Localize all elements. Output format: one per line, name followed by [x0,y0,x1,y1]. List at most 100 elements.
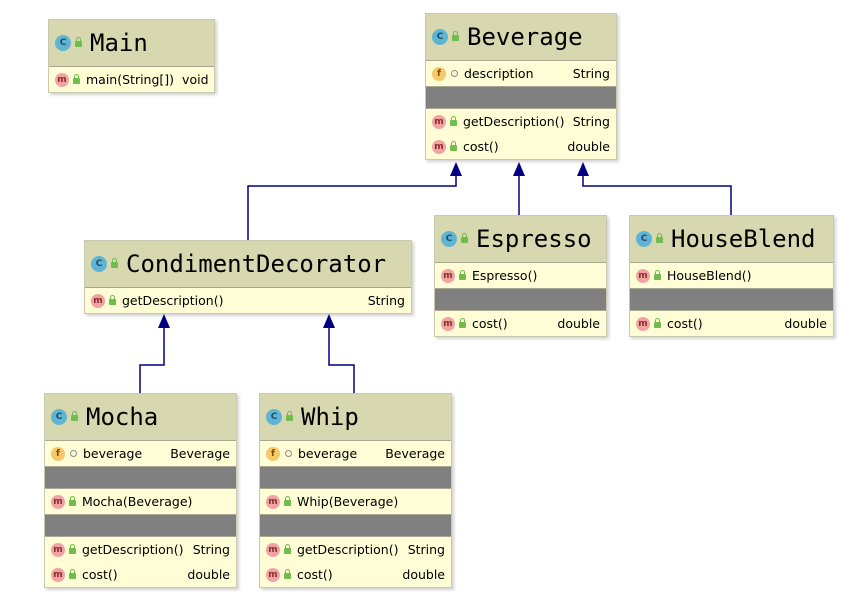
constructor-name: Mocha(Beverage) [82,494,193,509]
empty-section [45,515,236,537]
class-name: HouseBlend [671,225,816,253]
field-icon: f [51,446,65,461]
method-type: double [187,567,230,582]
method-icon: m [51,494,65,509]
method-icon: m [266,542,280,557]
class-header: C Mocha [45,394,236,441]
fields-section: f beverage Beverage [260,441,451,467]
method-type: double [784,316,827,331]
method-row[interactable]: m getDescription() String [45,537,236,562]
constructor-name: Whip(Beverage) [297,494,399,509]
constructors-section: m Mocha(Beverage) [45,489,236,515]
class-condiment-decorator[interactable]: C CondimentDecorator m getDescription() … [84,240,412,314]
method-type: double [557,316,600,331]
method-name: main(String[]) [86,72,175,87]
constructor-name: Espresso() [472,268,538,283]
method-icon: m [432,114,446,129]
package-visibility-icon [451,70,458,77]
class-houseblend[interactable]: C HouseBlend m HouseBlend() m cost() dou… [629,215,834,337]
method-icon: m [636,268,650,283]
method-name: cost() [297,567,333,582]
class-header: C HouseBlend [630,216,833,263]
field-row[interactable]: f beverage Beverage [45,441,236,466]
class-header: C Whip [260,394,451,441]
method-name: cost() [463,139,499,154]
class-header: C CondimentDecorator [85,241,411,288]
abstract-method-icon: m [91,293,105,308]
methods-section: m cost() double [630,311,833,336]
constructor-row[interactable]: m Espresso() [435,263,606,288]
class-main[interactable]: C Main m main(String[]) void [48,19,215,93]
method-row[interactable]: m cost() double [630,311,833,336]
methods-section: m main(String[]) void [49,67,214,92]
package-visibility-icon [70,450,77,457]
public-lock-icon [656,233,663,243]
class-name: Beverage [467,23,583,51]
field-type: String [572,66,610,81]
method-row[interactable]: m getDescription() String [260,537,451,562]
class-icon: C [51,409,67,425]
arrowhead-condiment-2 [323,314,335,328]
method-type: double [567,139,610,154]
method-name: cost() [667,316,703,331]
field-row[interactable]: f description String [426,61,616,86]
constructor-row[interactable]: m Whip(Beverage) [260,489,451,514]
methods-section: m getDescription() String m cost() doubl… [426,109,616,159]
method-icon: m [266,567,280,582]
public-lock-icon [459,317,466,328]
field-icon: f [432,66,446,81]
class-beverage[interactable]: C Beverage f description String m getDes… [425,13,617,160]
method-row[interactable]: m cost() double [45,562,236,587]
field-name: description [464,66,534,81]
class-name: CondimentDecorator [126,250,387,278]
public-lock-icon [69,495,76,506]
empty-section [435,289,606,311]
constructors-section: m Whip(Beverage) [260,489,451,515]
public-lock-icon [459,269,466,280]
arrowhead-condiment-1 [158,314,170,328]
method-row[interactable]: m cost() double [435,311,606,336]
method-type: double [402,567,445,582]
method-row[interactable]: m cost() double [260,562,451,587]
method-name: cost() [472,316,508,331]
methods-section: m getDescription() String m cost() doubl… [45,537,236,587]
method-type: String [192,542,230,557]
class-icon: C [441,231,457,247]
field-row[interactable]: f beverage Beverage [260,441,451,466]
field-type: Beverage [170,446,230,461]
public-lock-icon [111,258,118,268]
class-header: C Beverage [426,14,616,61]
method-row[interactable]: m cost() double [426,134,616,159]
class-header: C Main [49,20,214,67]
class-name: Main [90,29,148,57]
constructor-row[interactable]: m Mocha(Beverage) [45,489,236,514]
methods-section: m getDescription() String m cost() doubl… [260,537,451,587]
edge-whip-to-condiment [328,328,355,393]
field-name: beverage [83,446,143,461]
abstract-method-icon: m [432,139,446,154]
class-whip[interactable]: C Whip f beverage Beverage m Whip(Bevera… [259,393,452,588]
class-mocha[interactable]: C Mocha f beverage Beverage m Mocha(Beve… [44,393,237,588]
methods-section: m cost() double [435,311,606,336]
method-name: getDescription() [297,542,399,557]
public-lock-icon [109,294,116,305]
class-icon: C [636,231,652,247]
arrowhead-beverage-1 [450,162,462,176]
arrowhead-beverage-3 [577,162,589,176]
method-row[interactable]: m main(String[]) void [49,67,214,92]
public-lock-icon [450,115,457,126]
constructor-name: HouseBlend() [667,268,752,283]
constructor-row[interactable]: m HouseBlend() [630,263,833,288]
arrowhead-beverage-2 [513,162,525,176]
public-lock-icon [284,495,291,506]
method-type: void [182,72,209,87]
method-row[interactable]: m getDescription() String [85,288,411,313]
field-icon: f [266,446,280,461]
class-header: C Espresso [435,216,606,263]
class-espresso[interactable]: C Espresso m Espresso() m cost() double [434,215,607,337]
public-lock-icon [654,269,661,280]
public-lock-icon [284,568,291,579]
method-row[interactable]: m getDescription() String [426,109,616,134]
method-icon: m [441,316,455,331]
